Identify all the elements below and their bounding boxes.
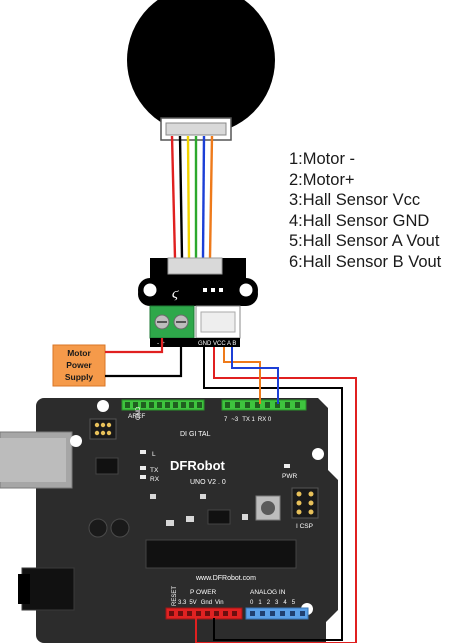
supply-wire-positive: [105, 338, 164, 354]
legend-item-hall-b-vout: 6:Hall Sensor B Vout: [289, 252, 442, 271]
board-url: www.DFRobot.com: [195, 575, 256, 582]
legend-item-motor-minus: 1:Motor -: [289, 150, 356, 168]
supply-label-line1: Motor: [67, 348, 91, 358]
encoder-driver-board: ϛ - + GND VCC A B: [138, 257, 258, 347]
digital-label: DI GI TAL: [180, 431, 211, 438]
ribbon-cable: [170, 135, 214, 259]
gnd-label: GND: [136, 406, 142, 420]
led-tx-label: TX: [150, 467, 159, 474]
legend-item-hall-vcc: 3:Hall Sensor Vcc: [289, 191, 421, 210]
led-l-label: L: [152, 451, 156, 458]
reset-label: RESET: [172, 586, 178, 606]
supply-label-line3: Supply: [65, 372, 94, 382]
driver-sensor-pin-labels: GND VCC A B: [198, 341, 236, 347]
aref-label: AREF: [128, 413, 145, 420]
legend-item-hall-gnd: 4:Hall Sensor GND: [289, 211, 430, 230]
pwr-label: PWR: [282, 473, 297, 480]
dfrobot-brand: DFRobot: [170, 458, 226, 473]
legend-item-hall-a-vout: 5:Hall Sensor A Vout: [289, 232, 440, 251]
analog-header-label: ANALOG IN: [250, 589, 286, 596]
pin-legend: 1:Motor - 2:Motor+ 3:Hall Sensor Vcc 4:H…: [289, 149, 474, 273]
icsp-label: I CSP: [296, 523, 313, 530]
led-rx-label: RX: [150, 476, 160, 483]
motor-body: [127, 0, 275, 134]
supply-wire-negative: [105, 338, 183, 378]
legend-item-motor-plus: 2:Motor+: [289, 170, 355, 189]
power-header-label: P OWER: [190, 589, 217, 596]
connection-wires: [195, 347, 357, 643]
motor-power-supply-box: Motor Power Supply: [52, 344, 106, 387]
dfrobot-logo-small: ϛ: [172, 286, 179, 302]
board-model: UNO V2 . 0: [190, 479, 226, 486]
supply-label-line2: Power: [66, 360, 92, 370]
arduino-uno-board: AREF DI GI TAL L TX RX DFRobot UNO V2 . …: [0, 398, 338, 643]
